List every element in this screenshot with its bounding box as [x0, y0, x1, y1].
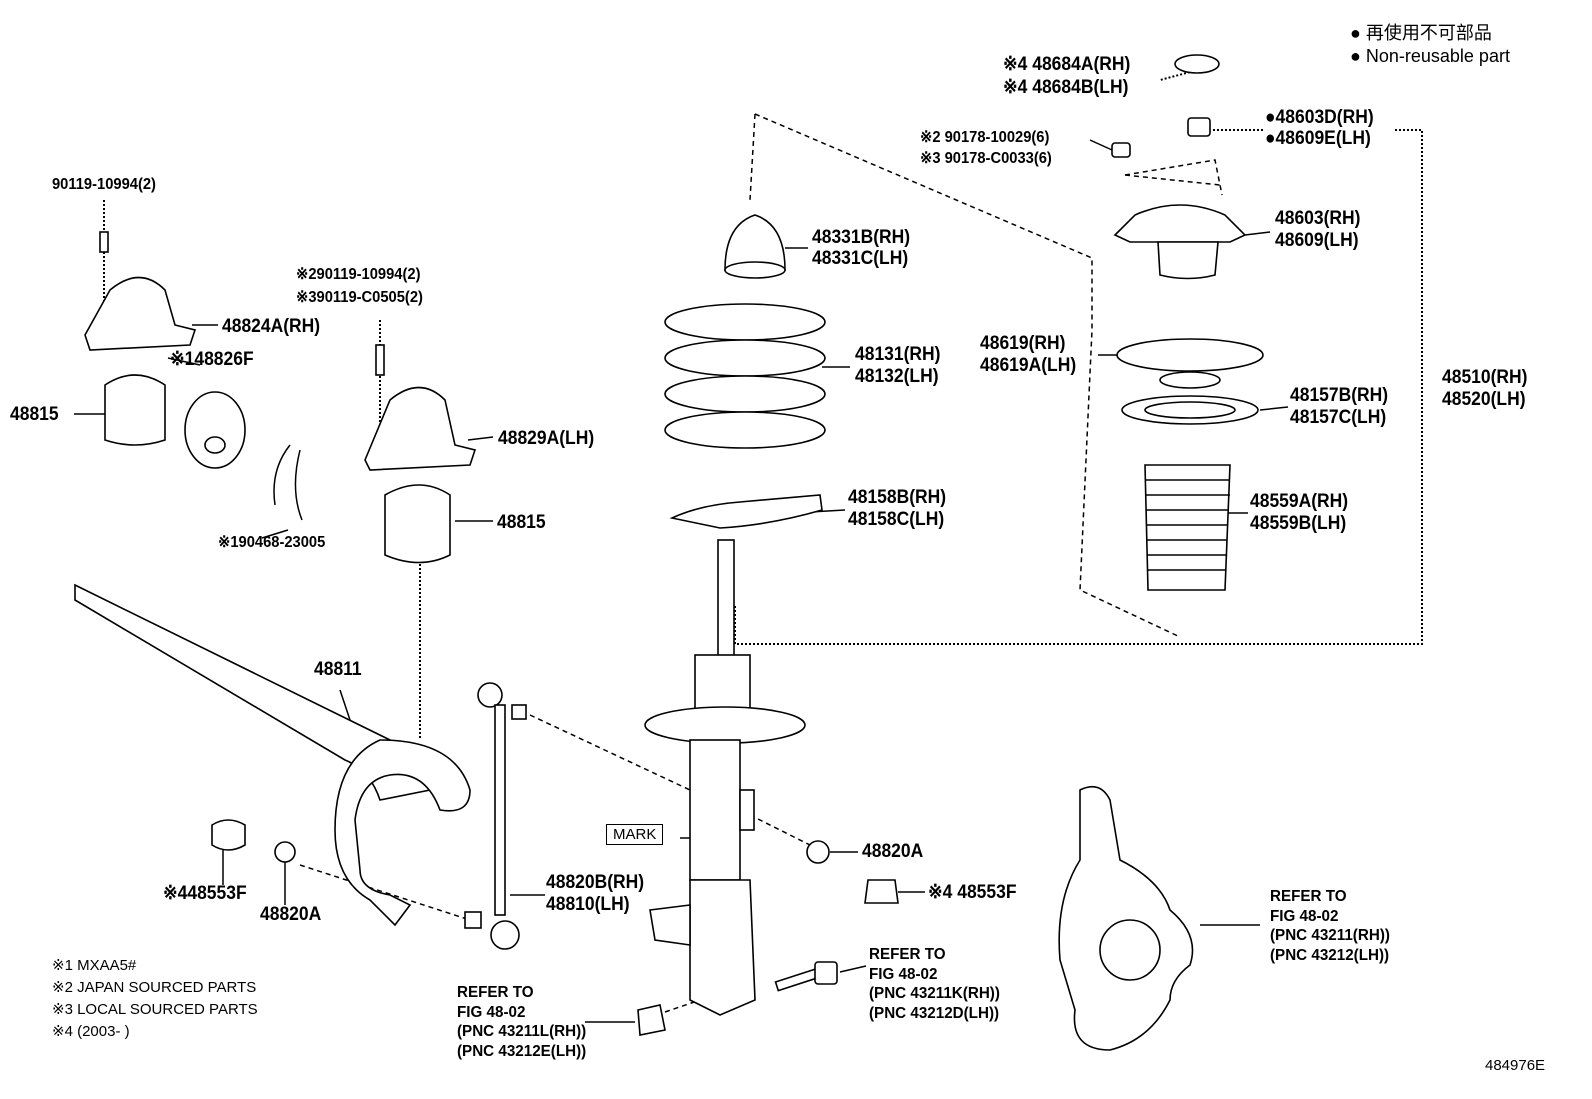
part-label-48553f-left[interactable]: ※448553F	[163, 883, 247, 904]
part-label-48553f-right[interactable]: ※4 48553F	[928, 882, 1017, 903]
mark-box: MARK	[606, 824, 664, 845]
steering-knuckle	[1058, 785, 1194, 1051]
part-label-48619[interactable]: 48619(RH)	[980, 333, 1066, 354]
legend-non-reusable-en: ● Non-reusable part	[1350, 46, 1510, 66]
part-label-48815-left[interactable]: 48815	[10, 404, 59, 425]
part-label-48684b[interactable]: ※4 48684B(LH)	[1003, 77, 1129, 98]
footnote-2: ※2 JAPAN SOURCED PARTS	[52, 979, 257, 996]
part-label-48158b[interactable]: 48158B(RH)	[848, 487, 947, 508]
fasteners	[637, 840, 899, 1036]
part-label-48619a[interactable]: 48619A(LH)	[980, 355, 1077, 376]
part-label-48609e[interactable]: ●48609E(LH)	[1265, 128, 1371, 149]
footnote-3: ※3 LOCAL SOURCED PARTS	[52, 1001, 258, 1018]
part-label-48684a[interactable]: ※4 48684A(RH)	[1003, 54, 1131, 75]
part-label-90119-10994-jp[interactable]: ※290119-10994(2)	[296, 266, 421, 283]
coil-spring	[664, 303, 826, 529]
part-label-48820a-right[interactable]: 48820A	[862, 841, 924, 862]
legend-non-reusable-jp: ● 再使用不可部品	[1350, 23, 1492, 43]
refer-to-line: REFER TO	[869, 946, 946, 963]
part-label-48520[interactable]: 48520(LH)	[1442, 389, 1526, 410]
refer-to-fig: FIG 48-02	[1270, 907, 1339, 925]
part-label-90178-c0033[interactable]: ※3 90178-C0033(6)	[920, 150, 1052, 167]
leader-lines	[74, 65, 1423, 1023]
refer-to-line: REFER TO	[457, 984, 534, 1001]
part-label-48811[interactable]: 48811	[314, 659, 362, 680]
refer-to-pnc-lh: (PNC 43212E(LH))	[457, 1042, 587, 1060]
shock-absorber	[644, 539, 806, 1016]
part-label-48820b[interactable]: 48820B(RH)	[546, 872, 645, 893]
part-label-48157b[interactable]: 48157B(RH)	[1290, 385, 1389, 406]
stabilizer-bar	[74, 583, 471, 927]
refer-to-fig: FIG 48-02	[457, 1003, 526, 1021]
part-label-48331c[interactable]: 48331C(LH)	[812, 248, 909, 269]
upper-mount	[724, 54, 1264, 591]
stabilizer-link	[464, 682, 527, 950]
part-label-90468-23005[interactable]: ※190468-23005	[218, 534, 326, 551]
bolt-90119	[99, 231, 109, 253]
footnote-1: ※1 MXAA5#	[52, 957, 137, 974]
part-label-90119-10994[interactable]: 90119-10994(2)	[52, 176, 156, 193]
part-label-48603[interactable]: 48603(RH)	[1275, 208, 1361, 229]
refer-to-line: REFER TO	[1270, 888, 1347, 905]
refer-to-pnc-lh: (PNC 43212(LH))	[1270, 946, 1390, 964]
refer-to-nut[interactable]: REFER TO FIG 48-02 (PNC 43211L(RH)) (PNC…	[457, 983, 586, 1061]
part-label-48132[interactable]: 48132(LH)	[855, 366, 939, 387]
refer-to-pnc-lh: (PNC 43212D(LH))	[869, 1004, 1000, 1022]
diagram-id: 484976E	[1485, 1057, 1546, 1074]
part-label-48815-right[interactable]: 48815	[497, 512, 546, 533]
refer-to-bolt[interactable]: REFER TO FIG 48-02 (PNC 43211K(RH)) (PNC…	[869, 945, 1000, 1023]
refer-to-pnc-rh: (PNC 43211K(RH))	[869, 985, 1000, 1002]
part-label-48810[interactable]: 48810(LH)	[546, 894, 630, 915]
refer-to-pnc-rh: (PNC 43211(RH))	[1270, 927, 1390, 944]
part-label-48158c[interactable]: 48158C(LH)	[848, 509, 945, 530]
part-label-48603d[interactable]: ●48603D(RH)	[1265, 107, 1374, 128]
part-label-48131[interactable]: 48131(RH)	[855, 344, 941, 365]
footnote-4: ※4 (2003- )	[52, 1023, 130, 1040]
part-label-48829a[interactable]: 48829A(LH)	[498, 428, 595, 449]
part-label-48820a-left[interactable]: 48820A	[260, 904, 322, 925]
part-label-48510[interactable]: 48510(RH)	[1442, 367, 1528, 388]
part-label-48559a[interactable]: 48559A(RH)	[1250, 491, 1349, 512]
refer-to-pnc-rh: (PNC 43211L(RH))	[457, 1023, 587, 1040]
part-label-48559b[interactable]: 48559B(LH)	[1250, 513, 1347, 534]
refer-to-fig: FIG 48-02	[869, 965, 938, 983]
part-label-48157c[interactable]: 48157C(LH)	[1290, 407, 1387, 428]
bushings-brackets	[84, 231, 477, 863]
part-label-48826f[interactable]: ※148826F	[170, 349, 254, 370]
refer-to-knuckle[interactable]: REFER TO FIG 48-02 (PNC 43211(RH)) (PNC …	[1270, 887, 1390, 965]
part-label-48609[interactable]: 48609(LH)	[1275, 230, 1359, 251]
part-label-90178-10029[interactable]: ※2 90178-10029(6)	[920, 129, 1050, 146]
part-label-48331b[interactable]: 48331B(RH)	[812, 227, 911, 248]
part-label-90119-c0505[interactable]: ※390119-C0505(2)	[296, 289, 423, 306]
part-label-48824a[interactable]: 48824A(RH)	[222, 316, 321, 337]
